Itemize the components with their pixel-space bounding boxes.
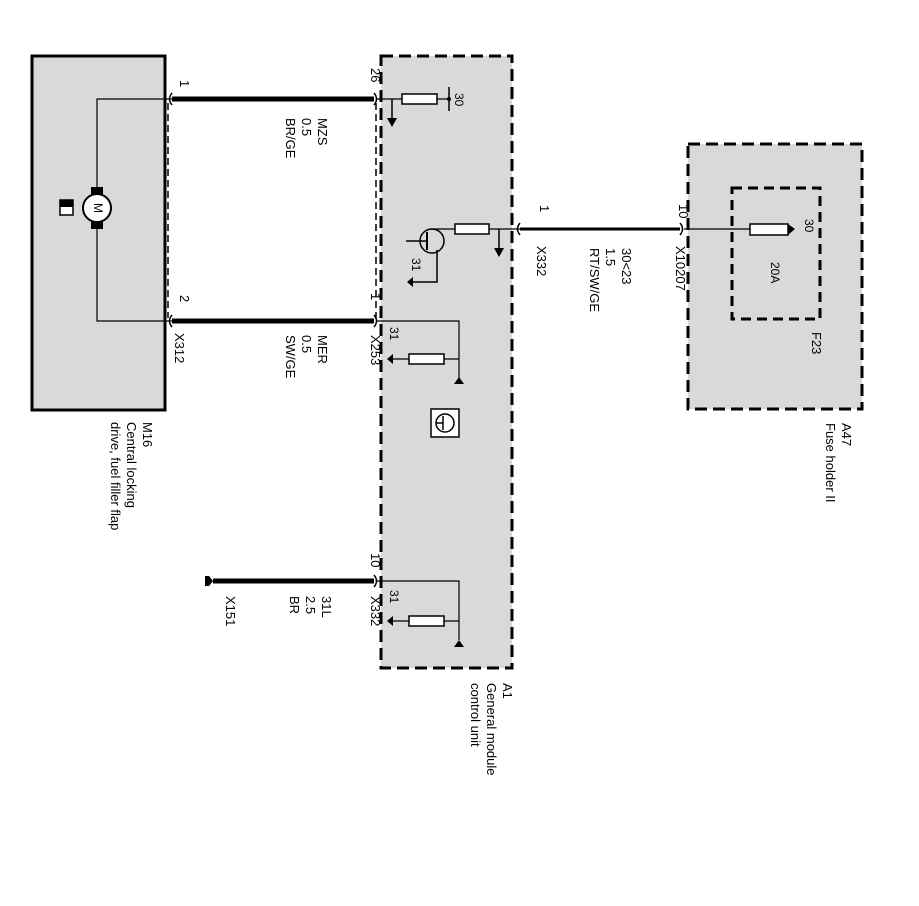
- m16-internal-wire-2: [96, 226, 172, 322]
- m16-name-line1: Central locking: [124, 422, 139, 508]
- resistor-icon: [408, 353, 445, 365]
- m16-name-line2: drive, fuel filler flap: [108, 422, 123, 530]
- resistor-icon: [454, 223, 490, 235]
- a47-id: A47: [839, 423, 854, 446]
- fuse-icon: [749, 223, 789, 236]
- wire-mer: MER 0.5 SW/GE: [168, 314, 378, 379]
- a47-box: [686, 142, 864, 411]
- a1-circuit-x253: [376, 320, 460, 382]
- fuse-terminal-30: 30: [802, 219, 816, 233]
- m16-connector: X312: [172, 333, 187, 363]
- component-m16: M 1 2 X312 M16 Central locking drive, fu…: [30, 54, 192, 530]
- connector-socket-icon: [168, 92, 173, 106]
- a1-pin-10: 10: [368, 553, 383, 567]
- junction-dot: [447, 97, 451, 101]
- actuator-icon: [59, 199, 74, 216]
- ground-connector: X151: [223, 596, 238, 626]
- ground-icon: [407, 277, 413, 287]
- resistor-icon: [401, 93, 438, 105]
- a1-terminal-31-transistor: 31: [409, 258, 423, 272]
- wire-mer-gauge: 0.5: [299, 335, 314, 353]
- ground-icon: [387, 616, 393, 626]
- fuse-terminal-icon: [788, 224, 795, 235]
- wire-supply: 30<23 1.5 RT/SW/GE: [516, 222, 684, 312]
- m16-pin-1: 1: [177, 80, 192, 87]
- a1-box: [379, 54, 514, 670]
- connector-socket-icon: [168, 314, 173, 328]
- transistor-emitter-line: [409, 250, 438, 283]
- wire-mer-name: MER: [315, 335, 330, 364]
- connector-socket-icon: [516, 222, 521, 236]
- wire-mzs: MZS 0.5 BR/GE: [168, 92, 378, 159]
- arrow-down-icon: [387, 118, 397, 127]
- a47-name: Fuse holder II: [823, 423, 838, 503]
- wire-mzs-name: MZS: [315, 118, 330, 146]
- a1-pin-26: 26: [368, 68, 383, 82]
- m16-pin-2: 2: [177, 295, 192, 302]
- a1-connector-x253: X253: [368, 335, 383, 365]
- wire-supply-gauge: 1.5: [603, 248, 618, 266]
- m16-id: M16: [140, 422, 155, 447]
- wire-ground-name: 31L: [319, 596, 334, 618]
- motor-icon: M: [82, 187, 112, 229]
- resistor-icon: [408, 615, 445, 627]
- a1-circuit-bottom: [376, 580, 460, 640]
- connector-socket-icon: [679, 222, 684, 236]
- arrow-down-icon: [494, 248, 504, 257]
- a47-connector: X10207: [673, 246, 688, 291]
- ground-terminal-tip: [209, 576, 213, 586]
- m16-internal-wire-1: [96, 98, 172, 190]
- component-a47: 30 20A F23 10 X10207 A47 Fuse holder II: [673, 142, 864, 503]
- a1-pin-1-right: 1: [537, 205, 552, 212]
- fuse-id: F23: [809, 332, 824, 354]
- a1-name-line2: control unit: [468, 683, 483, 747]
- a1-terminal-30: 30: [452, 93, 466, 107]
- a1-connector-x332-right: X332: [534, 246, 549, 276]
- ground-terminal-icon: [205, 576, 209, 586]
- wire-supply-name: 30<23: [619, 248, 634, 285]
- wire-ground-color: BR: [287, 596, 302, 614]
- wire-mzs-color: BR/GE: [283, 118, 298, 159]
- wire-ground-gauge: 2.5: [303, 596, 318, 614]
- a1-name-line1: General module: [484, 683, 499, 776]
- motor-label: M: [91, 203, 105, 213]
- ground-icon: [454, 377, 464, 384]
- control-unit-symbol-icon: [430, 408, 460, 438]
- a47-pin: 10: [676, 204, 691, 218]
- a1-connector-x332-bottom: X332: [368, 596, 383, 626]
- a1-fill: [381, 56, 512, 668]
- fuse-rating: 20A: [768, 262, 782, 283]
- m16-box: [30, 54, 167, 412]
- a1-terminal-31-bottom: 31: [387, 590, 401, 604]
- wire-mer-color: SW/GE: [283, 335, 298, 379]
- wire-mzs-gauge: 0.5: [299, 118, 314, 136]
- wire-supply-color: RT/SW/GE: [587, 248, 602, 312]
- a1-pin-1-left: 1: [368, 293, 383, 300]
- wire-ground: 31L 2.5 BR X151: [205, 574, 378, 626]
- component-a1: 30 31 31 31 26 1: [368, 54, 552, 776]
- a1-id: A1: [500, 683, 515, 699]
- ground-icon: [454, 640, 464, 647]
- connector-socket-icon: [373, 574, 378, 588]
- a1-terminal-31-x253: 31: [387, 327, 401, 341]
- f23-box: [730, 186, 822, 321]
- a47-fill: [688, 144, 862, 409]
- ground-icon: [387, 354, 393, 364]
